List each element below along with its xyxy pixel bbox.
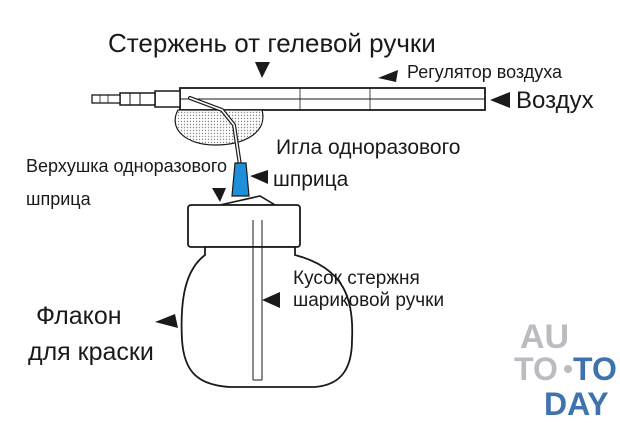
paint-bottle: [180, 246, 354, 388]
label-air-regulator: Регулятор воздуха: [407, 62, 563, 82]
label-needle-line2: шприца: [273, 168, 349, 191]
arrow-air: [490, 92, 510, 108]
label-ballpoint-line2: шариковой ручки: [293, 290, 444, 311]
label-ballpoint-line1: Кусок стержня: [293, 268, 420, 289]
label-needle-line1: Игла одноразового: [276, 136, 460, 159]
arrow-syringe-tip: [212, 188, 226, 202]
logo-row-day: DAY: [544, 386, 609, 422]
arrow-regulator: [378, 70, 398, 82]
label-syringe-tip-line2: шприца: [26, 189, 92, 209]
arrow-needle: [250, 170, 268, 184]
arrow-ballpoint: [262, 292, 280, 308]
label-bottle-line1: Флакон: [36, 302, 122, 330]
logo-row-au: AU: [520, 318, 569, 356]
logo-row-to-right: TO: [573, 351, 617, 387]
label-bottle-line2: для краски: [28, 338, 154, 366]
label-gel-pen-rod: Стержень от гелевой ручки: [108, 28, 436, 58]
arrow-rod: [255, 62, 270, 78]
gel-pen-rod: [91, 87, 486, 111]
arrow-bottle: [155, 314, 178, 328]
glue-blob: [174, 109, 264, 146]
label-air: Воздух: [516, 87, 594, 114]
autotoday-logo: AU TO TO DAY: [514, 318, 617, 422]
logo-row-to-left: TO: [514, 351, 558, 387]
syringe-needle-hub: [231, 162, 250, 197]
bottle-cap: [187, 195, 301, 248]
label-syringe-tip-line1: Верхушка одноразового: [26, 156, 227, 176]
logo-dot-icon: [564, 365, 572, 373]
